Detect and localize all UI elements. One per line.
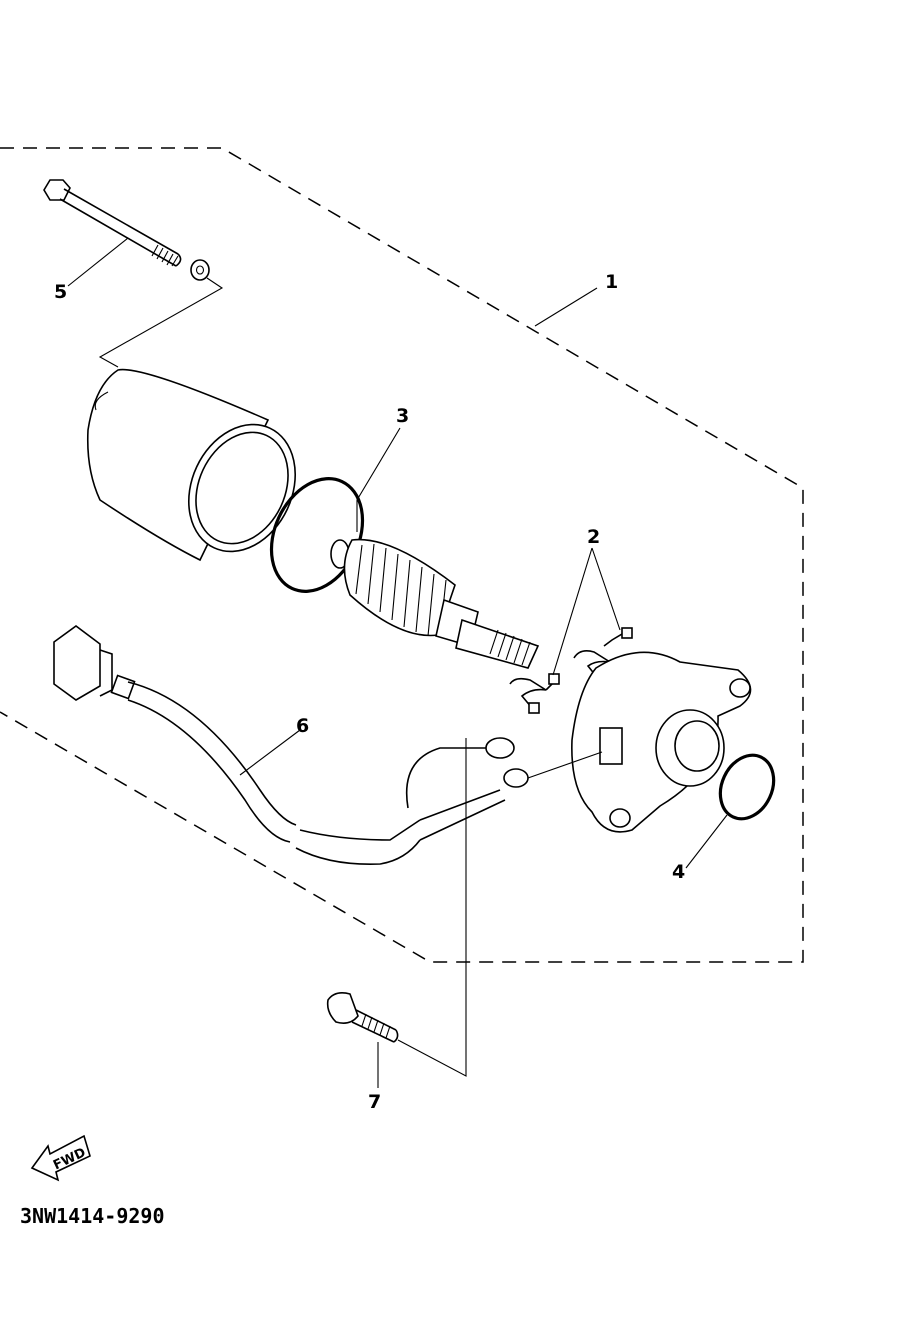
leader-item-1 <box>534 287 598 327</box>
leader-item-6 <box>239 729 301 776</box>
leader-item-2 <box>552 547 621 676</box>
callout-7: 7 <box>368 1091 381 1113</box>
leader-item-3 <box>356 427 401 532</box>
screw-to-wire-guide <box>397 738 467 1077</box>
motor-yoke-housing <box>86 368 297 562</box>
through-bolt-part <box>43 179 210 281</box>
part-code: 3NW1414-9290 <box>20 1204 165 1228</box>
callout-1: 1 <box>605 271 618 293</box>
callout-5: 5 <box>54 281 67 303</box>
fwd-arrow-icon: FWD <box>30 1134 91 1182</box>
brush-left <box>509 673 560 714</box>
leader-item-4 <box>685 814 728 869</box>
armature <box>330 538 540 669</box>
screw-part <box>326 992 399 1043</box>
bolt-to-motor-guide <box>98 277 224 368</box>
front-cover-bracket <box>571 651 752 833</box>
assembly-boundary <box>0 147 804 963</box>
o-ring-small <box>718 753 776 821</box>
callout-2: 2 <box>587 526 600 548</box>
callout-6: 6 <box>296 715 309 737</box>
lead-wire-assembly <box>53 625 603 865</box>
leader-item-5 <box>67 237 129 287</box>
callout-3: 3 <box>396 405 409 427</box>
callout-4: 4 <box>672 861 685 883</box>
